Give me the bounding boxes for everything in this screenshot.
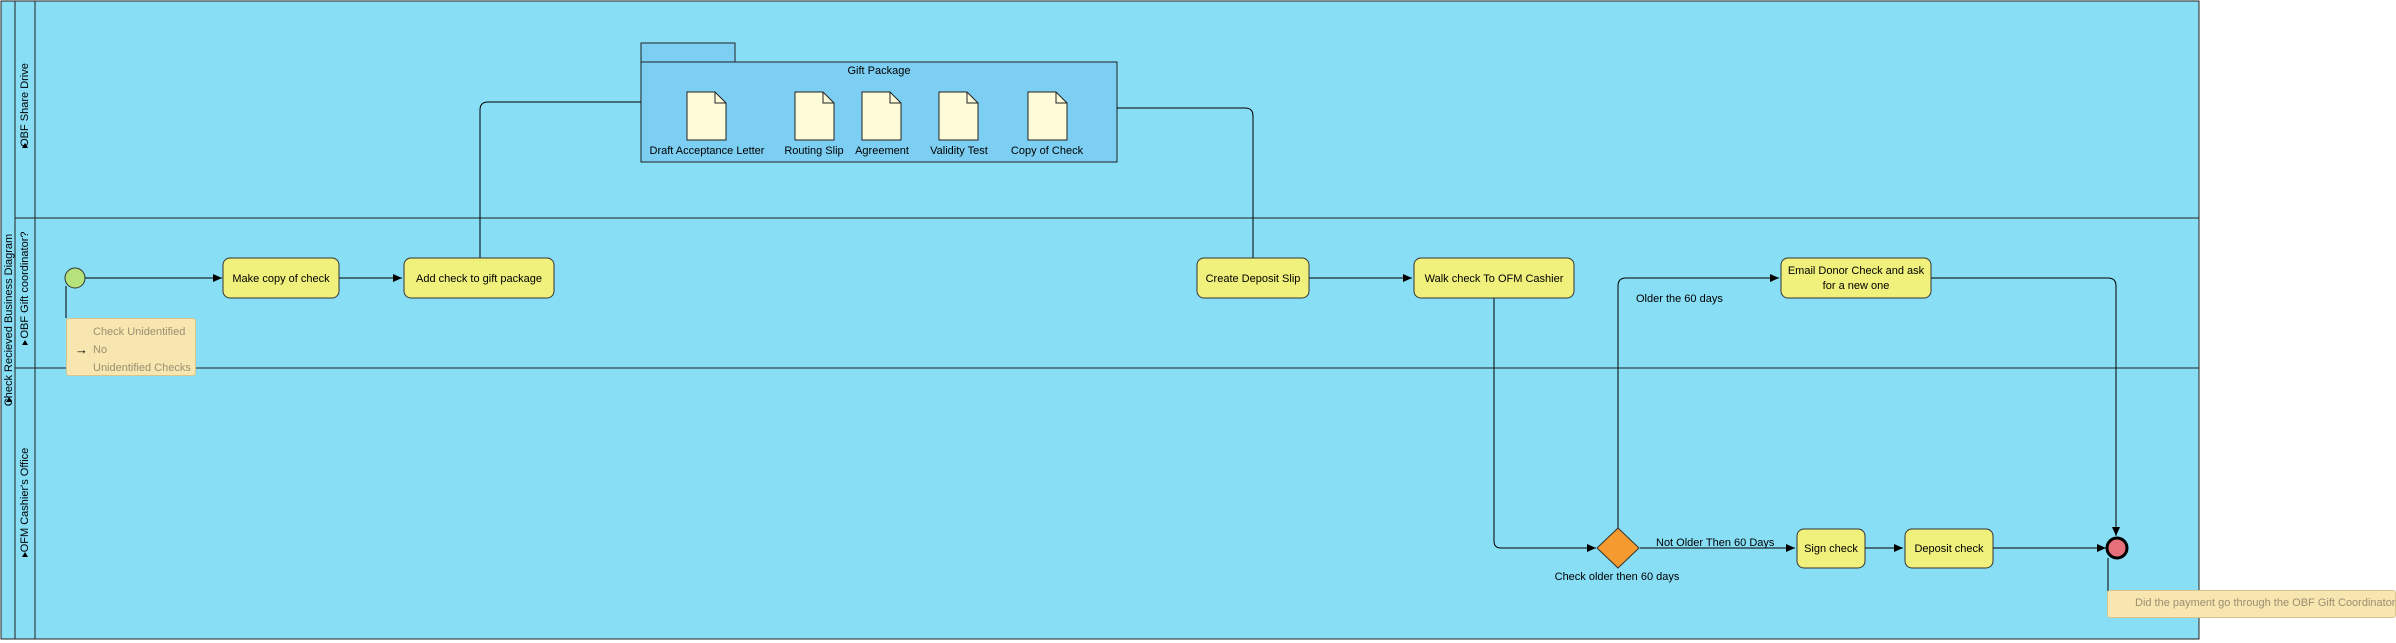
arrow-right-icon: → — [75, 342, 88, 357]
document-label: Validity Test — [930, 145, 988, 157]
task-label: Make copy of check — [232, 273, 330, 285]
task-email-donor[interactable]: Email Donor Check and ask for a new one — [1780, 257, 1932, 299]
lane-label-obf-gift-coordinator: OBF Gift coordinator? — [19, 232, 31, 339]
task-label-line1: Email Donor Check and ask — [1788, 265, 1925, 277]
document-label: Copy of Check — [1011, 145, 1084, 157]
document-label: Draft Acceptance Letter — [650, 145, 765, 157]
association-package-to-deposit-slip[interactable] — [1117, 107, 1254, 258]
flow-email-to-end[interactable] — [1931, 277, 2120, 536]
flow-gateway-older[interactable] — [1617, 274, 1779, 528]
pool-title: Check Recieved Business Diagram — [3, 234, 15, 406]
task-label: Sign check — [1804, 543, 1858, 555]
collapse-arrow-icon[interactable] — [22, 552, 28, 557]
start-event[interactable] — [64, 267, 86, 289]
flow-label-older: Older the 60 days — [1636, 293, 1723, 305]
task-label: Create Deposit Slip — [1206, 273, 1301, 285]
document-agreement[interactable]: Agreement — [855, 91, 909, 157]
task-walk-check-to-ofm-cashier[interactable]: Walk check To OFM Cashier — [1413, 257, 1575, 299]
gift-package-tab — [640, 42, 736, 63]
note-text: No — [93, 344, 108, 356]
collapse-arrow-icon[interactable] — [6, 397, 12, 402]
task-label: Add check to gift package — [416, 273, 542, 285]
end-event[interactable] — [2105, 536, 2129, 560]
document-draft-acceptance-letter[interactable]: Draft Acceptance Letter — [650, 91, 765, 157]
gift-package-title: Gift Package — [848, 65, 911, 77]
collapse-arrow-icon[interactable] — [22, 340, 28, 345]
document-label: Routing Slip — [784, 145, 843, 157]
task-make-copy-of-check[interactable]: Make copy of check — [222, 257, 340, 299]
document-routing-slip[interactable]: Routing Slip — [784, 91, 844, 157]
flow-walk-to-gateway[interactable] — [1493, 298, 1596, 552]
association-add-to-package[interactable] — [479, 101, 641, 258]
document-label: Agreement — [855, 145, 909, 157]
task-label-line2: for a new one — [1823, 280, 1890, 292]
flow-label-not-older: Not Older Then 60 Days — [1656, 537, 1775, 549]
lane-label-obf-share-drive: OBF Share Drive — [19, 63, 31, 147]
note-text: Did the payment go through the OBF Gift … — [2135, 597, 2396, 609]
task-deposit-check[interactable]: Deposit check — [1904, 528, 1994, 569]
task-label: Deposit check — [1914, 543, 1984, 555]
task-create-deposit-slip[interactable]: Create Deposit Slip — [1196, 257, 1310, 299]
annotation-note-start[interactable]: Check Unidentified → No Unidentified Che… — [66, 318, 196, 376]
note-line-with-arrow: → No — [75, 341, 195, 359]
lane-label-ofm-cashiers-office: OFM Cashier's Office — [19, 448, 31, 553]
task-label: Walk check To OFM Cashier — [1425, 273, 1564, 285]
document-copy-of-check[interactable]: Copy of Check — [1011, 91, 1084, 157]
exclusive-gateway[interactable] — [1596, 527, 1640, 569]
gateway-label: Check older then 60 days — [1555, 571, 1680, 583]
note-line: Check Unidentified — [93, 326, 186, 338]
collapse-arrow-icon[interactable] — [22, 143, 28, 148]
note-line: Unidentified Checks — [93, 362, 191, 374]
task-sign-check[interactable]: Sign check — [1796, 528, 1866, 569]
document-validity-test[interactable]: Validity Test — [930, 91, 988, 157]
annotation-note-end[interactable]: Did the payment go through the OBF Gift … — [2107, 590, 2396, 618]
task-add-check-to-gift-package[interactable]: Add check to gift package — [403, 257, 555, 299]
